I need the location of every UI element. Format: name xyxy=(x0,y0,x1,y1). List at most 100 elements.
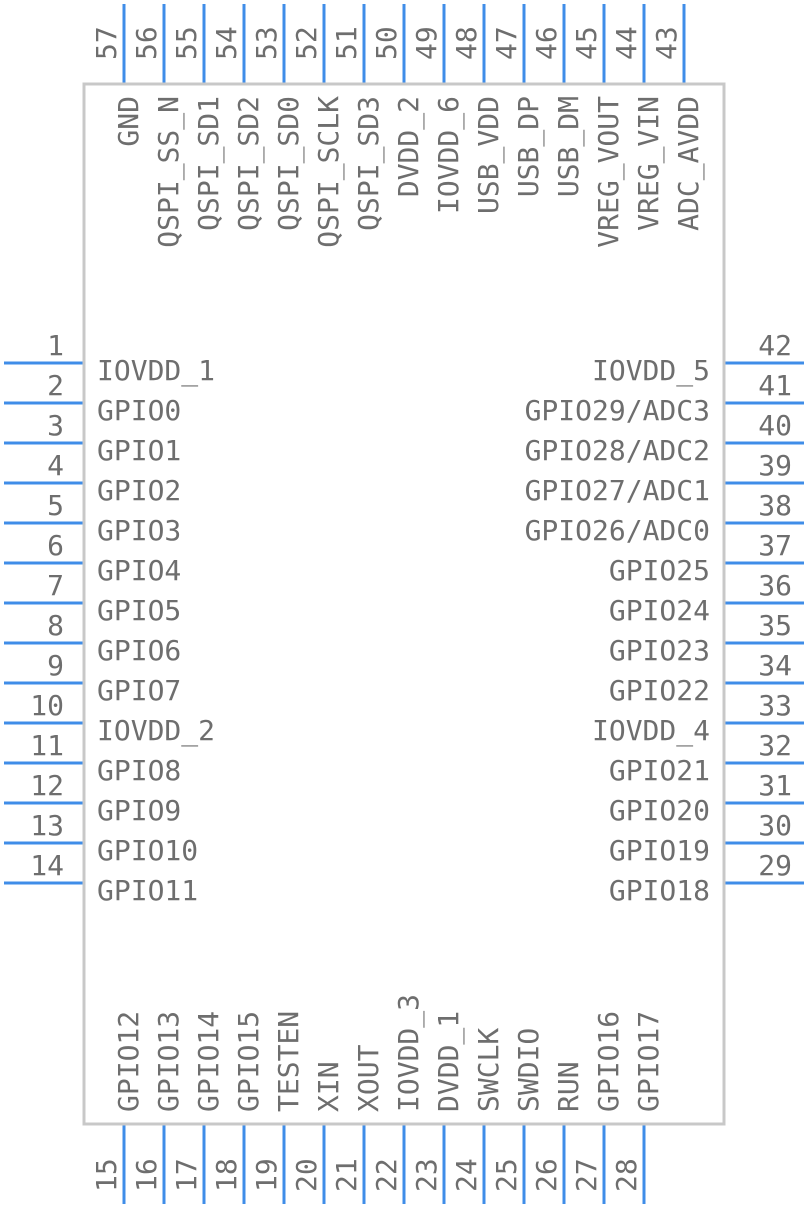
pin-51-number: 51 xyxy=(330,26,363,60)
pin-label-swclk: SWCLK xyxy=(472,1028,505,1112)
pin-label-usb-dp: USB_DP xyxy=(512,96,546,197)
pin-17-number: 17 xyxy=(170,1158,203,1192)
pin-38-number: 38 xyxy=(758,489,792,522)
pin-label-gpio8: GPIO8 xyxy=(97,754,181,787)
pin-45-number: 45 xyxy=(570,26,603,60)
pin-label-gpio28-adc2: GPIO28/ADC2 xyxy=(525,434,710,467)
pin-10-number: 10 xyxy=(30,689,64,722)
pin-28-number: 28 xyxy=(610,1158,643,1192)
pin-label-gpio25: GPIO25 xyxy=(609,554,710,587)
pin-24-number: 24 xyxy=(450,1158,483,1192)
pin-label-vreg-vin: VREG_VIN xyxy=(632,96,666,231)
pin-label-gpio7: GPIO7 xyxy=(97,674,181,707)
pin-label-gnd: GND xyxy=(112,96,145,147)
pins-layer xyxy=(4,4,804,1204)
pin-label-qspi-sd1: QSPI_SD1 xyxy=(192,96,226,231)
pin-43-number: 43 xyxy=(650,26,683,60)
pin-label-gpio27-adc1: GPIO27/ADC1 xyxy=(525,474,710,507)
pin-1-number: 1 xyxy=(47,329,64,362)
pin-56-number: 56 xyxy=(130,26,163,60)
pin-40-number: 40 xyxy=(758,409,792,442)
pin-26-number: 26 xyxy=(530,1158,563,1192)
pin-37-number: 37 xyxy=(758,529,792,562)
pin-53-number: 53 xyxy=(250,26,283,60)
pin-label-gpio29-adc3: GPIO29/ADC3 xyxy=(525,394,710,427)
pin-label-gpio23: GPIO23 xyxy=(609,634,710,667)
pin-label-gpio19: GPIO19 xyxy=(609,834,710,867)
pin-54-number: 54 xyxy=(210,26,243,60)
pin-label-iovdd-1: IOVDD_1 xyxy=(97,354,215,388)
pin-42-number: 42 xyxy=(758,329,792,362)
pin-label-gpio22: GPIO22 xyxy=(609,674,710,707)
pin-label-dvdd-1: DVDD_1 xyxy=(432,1011,466,1112)
pin-label-iovdd-6: IOVDD_6 xyxy=(432,96,466,214)
pin-label-qspi-sd2: QSPI_SD2 xyxy=(232,96,266,231)
pin-label-iovdd-2: IOVDD_2 xyxy=(97,714,215,748)
pin-6-number: 6 xyxy=(47,529,64,562)
pin-13-number: 13 xyxy=(30,809,64,842)
pin-label-gpio5: GPIO5 xyxy=(97,594,181,627)
pin-label-gpio11: GPIO11 xyxy=(97,874,198,907)
pin-label-gpio0: GPIO0 xyxy=(97,394,181,427)
pin-label-testen: TESTEN xyxy=(272,1011,305,1112)
pin-9-number: 9 xyxy=(47,649,64,682)
pin-label-usb-vdd: USB_VDD xyxy=(472,96,506,214)
pin-label-qspi-sclk: QSPI_SCLK xyxy=(312,96,346,248)
labels-layer: 1IOVDD_12GPIO03GPIO14GPIO25GPIO36GPIO47G… xyxy=(30,26,792,1192)
pin-label-gpio3: GPIO3 xyxy=(97,514,181,547)
pin-47-number: 47 xyxy=(490,26,523,60)
pin-label-gpio10: GPIO10 xyxy=(97,834,198,867)
pin-33-number: 33 xyxy=(758,689,792,722)
pin-36-number: 36 xyxy=(758,569,792,602)
pin-30-number: 30 xyxy=(758,809,792,842)
pin-label-qspi-sd0: QSPI_SD0 xyxy=(272,96,306,231)
pin-8-number: 8 xyxy=(47,609,64,642)
pin-34-number: 34 xyxy=(758,649,792,682)
pin-12-number: 12 xyxy=(30,769,64,802)
pin-label-gpio24: GPIO24 xyxy=(609,594,710,627)
pin-4-number: 4 xyxy=(47,449,64,482)
pin-label-gpio4: GPIO4 xyxy=(97,554,181,587)
pin-label-gpio9: GPIO9 xyxy=(97,794,181,827)
pin-7-number: 7 xyxy=(47,569,64,602)
pin-55-number: 55 xyxy=(170,26,203,60)
pin-label-dvdd-2: DVDD_2 xyxy=(392,96,426,197)
pin-23-number: 23 xyxy=(410,1158,443,1192)
pin-29-number: 29 xyxy=(758,849,792,882)
pin-label-iovdd-5: IOVDD_5 xyxy=(592,354,710,388)
pin-11-number: 11 xyxy=(30,729,64,762)
pin-35-number: 35 xyxy=(758,609,792,642)
pin-label-gpio1: GPIO1 xyxy=(97,434,181,467)
pin-16-number: 16 xyxy=(130,1158,163,1192)
pin-label-swdio: SWDIO xyxy=(512,1028,545,1112)
pin-19-number: 19 xyxy=(250,1158,283,1192)
pin-label-xin: XIN xyxy=(312,1061,345,1112)
pin-15-number: 15 xyxy=(90,1158,123,1192)
pin-label-gpio6: GPIO6 xyxy=(97,634,181,667)
pin-21-number: 21 xyxy=(330,1158,363,1192)
pin-label-iovdd-4: IOVDD_4 xyxy=(592,714,710,748)
pin-27-number: 27 xyxy=(570,1158,603,1192)
pin-50-number: 50 xyxy=(370,26,403,60)
pin-label-usb-dm: USB_DM xyxy=(552,96,586,197)
pin-label-gpio13: GPIO13 xyxy=(152,1011,185,1112)
pin-label-gpio20: GPIO20 xyxy=(609,794,710,827)
pin-49-number: 49 xyxy=(410,26,443,60)
pin-5-number: 5 xyxy=(47,489,64,522)
pin-3-number: 3 xyxy=(47,409,64,442)
pin-label-qspi-ss-n: QSPI_SS_N xyxy=(152,96,186,248)
pin-label-gpio2: GPIO2 xyxy=(97,474,181,507)
pin-label-gpio26-adc0: GPIO26/ADC0 xyxy=(525,514,710,547)
pin-39-number: 39 xyxy=(758,449,792,482)
pin-label-gpio15: GPIO15 xyxy=(232,1011,265,1112)
pin-18-number: 18 xyxy=(210,1158,243,1192)
pin-label-gpio18: GPIO18 xyxy=(609,874,710,907)
pin-label-gpio14: GPIO14 xyxy=(192,1011,225,1112)
pin-label-gpio12: GPIO12 xyxy=(112,1011,145,1112)
pin-label-gpio16: GPIO16 xyxy=(592,1011,625,1112)
pin-25-number: 25 xyxy=(490,1158,523,1192)
pin-22-number: 22 xyxy=(370,1158,403,1192)
pin-31-number: 31 xyxy=(758,769,792,802)
pin-label-gpio21: GPIO21 xyxy=(609,754,710,787)
